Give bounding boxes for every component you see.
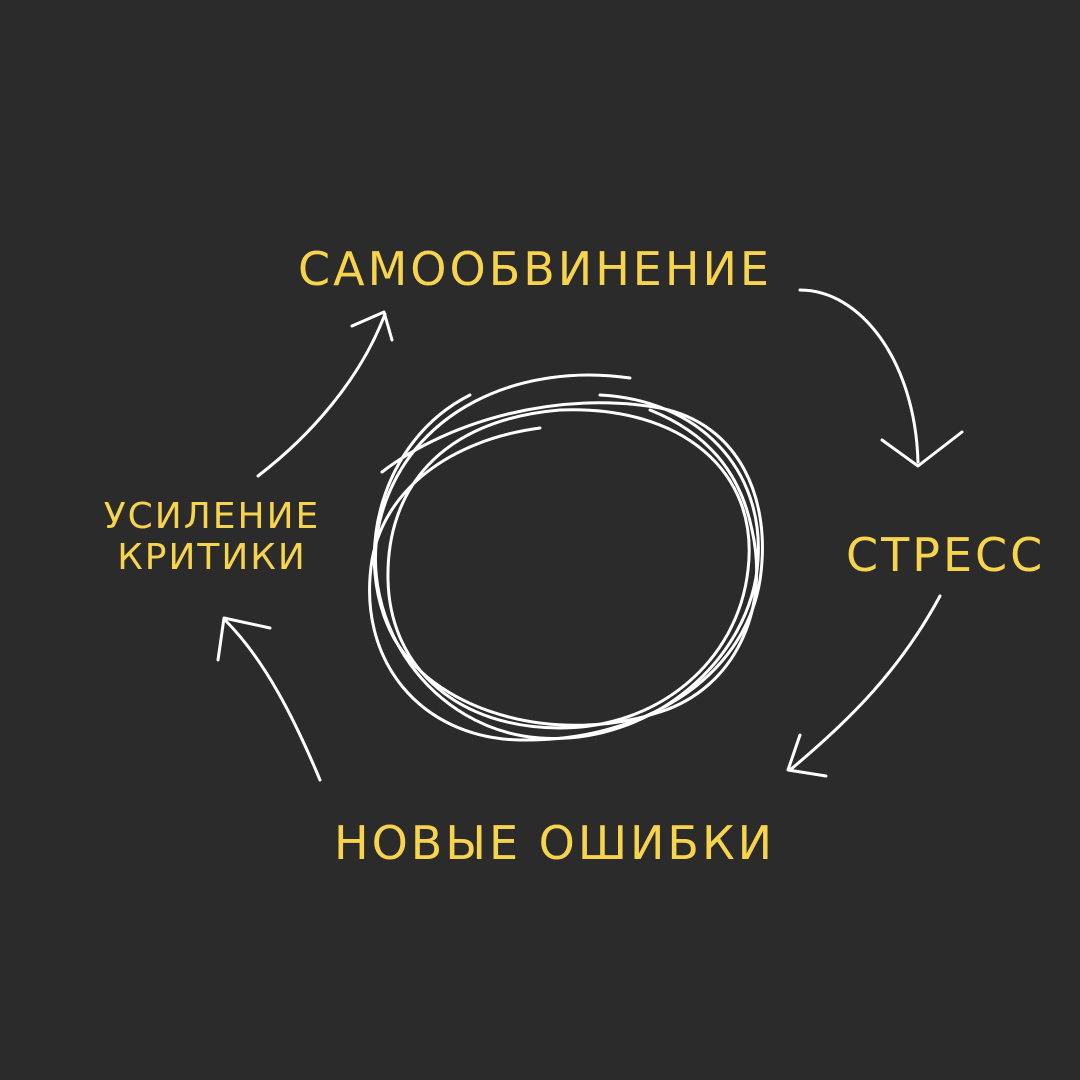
scribble-circle-icon [368,373,764,742]
arrow-bottom-to-left-icon [216,616,322,782]
node-increased-criticism-line1: УСИЛЕНИЕ [103,496,321,537]
scribble-loop-4 [372,393,759,727]
arrow-top-to-right-icon [798,288,964,468]
arrow-left-to-top-icon [256,310,394,478]
scribble-loop-3 [386,408,751,730]
node-increased-criticism: УСИЛЕНИЕ КРИТИКИ [92,496,332,579]
node-increased-criticism-line2: КРИТИКИ [117,537,307,579]
node-stress: СТРЕСС [846,528,1046,582]
node-self-blame: САМООБВИНЕНИЕ [298,242,772,296]
node-new-mistakes: НОВЫЕ ОШИБКИ [334,816,776,870]
scribble-loop-1 [374,373,760,740]
arrow-right-to-bottom-icon [786,594,942,778]
